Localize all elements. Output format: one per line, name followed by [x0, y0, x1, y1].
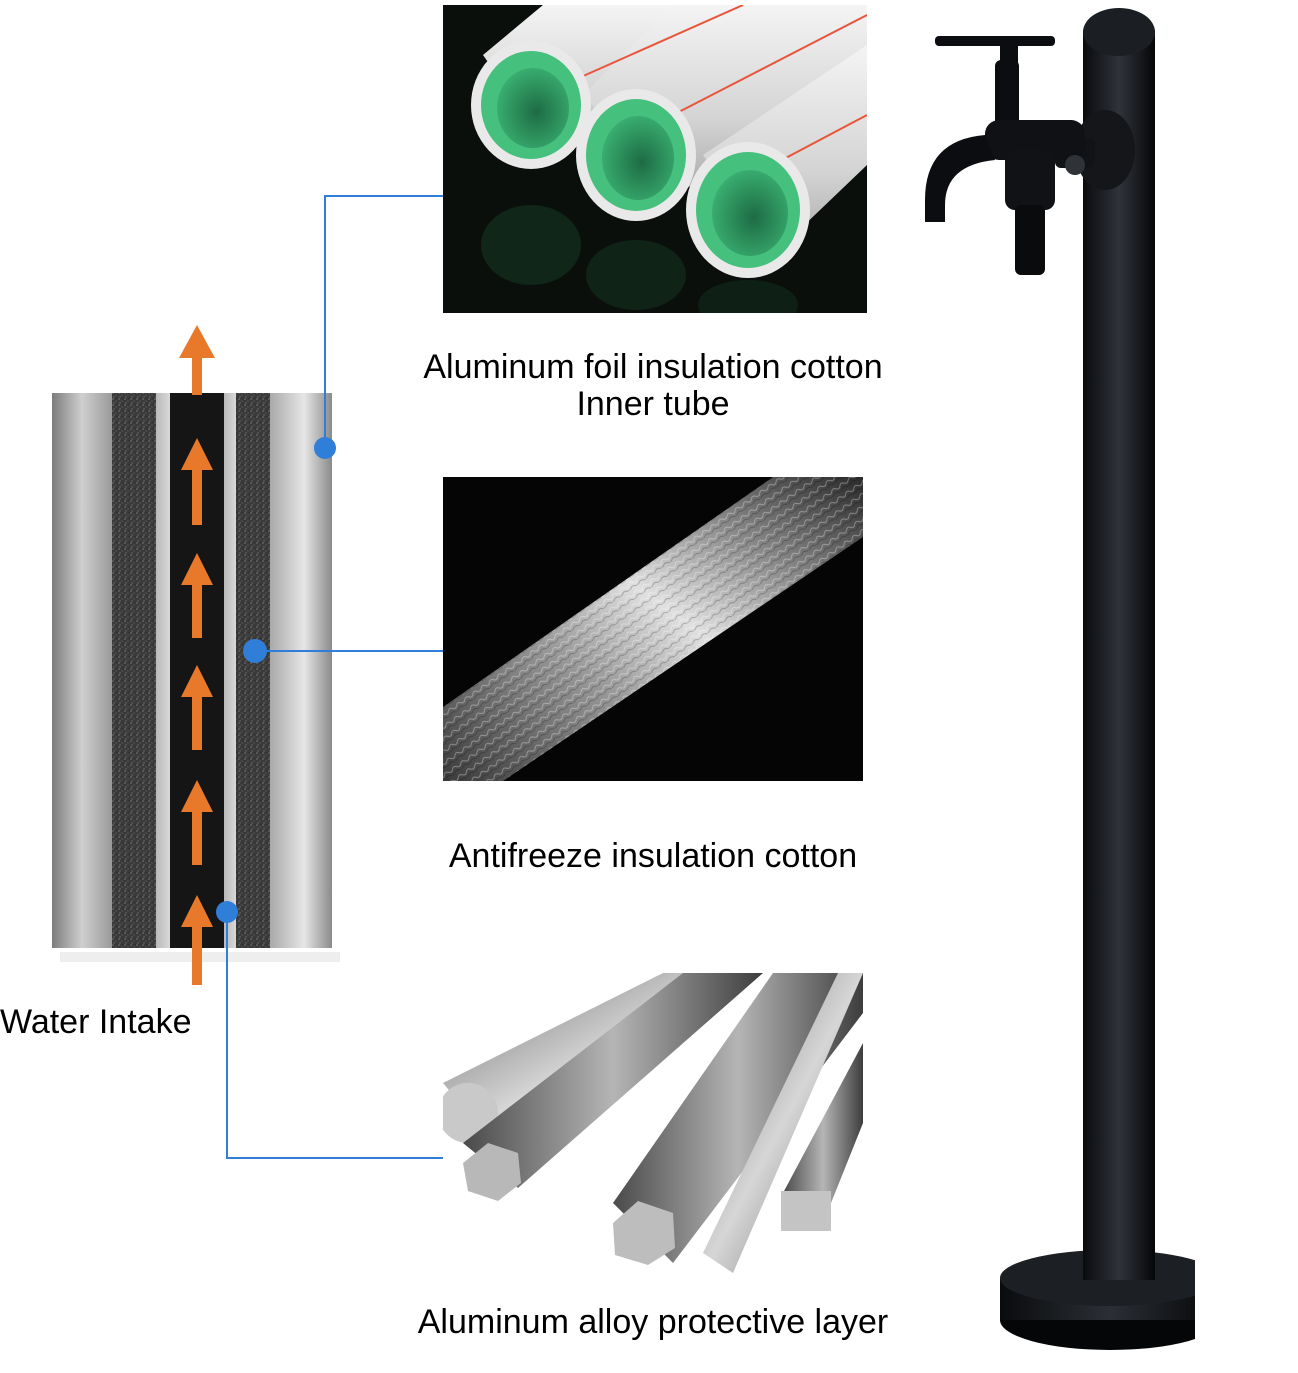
- faucet-post: [905, 0, 1195, 1373]
- up-arrow-icon: [181, 665, 213, 750]
- pipe-cross-section-graphic: [52, 325, 340, 985]
- protective-layer-label: Aluminum alloy protective layer: [417, 1303, 889, 1341]
- antifreeze-cotton-photo: [443, 477, 863, 781]
- dot-icon: [216, 901, 238, 923]
- spout-icon: [925, 135, 995, 222]
- inner-tube-label-line1: Aluminum foil insulation cotton: [423, 348, 883, 386]
- up-arrow-icon: [181, 780, 213, 865]
- inner-tube-photo: [443, 5, 867, 313]
- connector-inner-tube: [324, 195, 443, 448]
- flow-arrows: [179, 325, 215, 985]
- handle-icon: [935, 36, 1055, 46]
- water-intake-label: Water Intake: [0, 1003, 192, 1041]
- connector-protective: [226, 912, 443, 1159]
- dot-icon: [314, 437, 336, 459]
- inner-tube-label-line2: Inner tube: [576, 385, 730, 423]
- protective-layer-photo: [443, 973, 863, 1273]
- up-arrow-icon: [179, 325, 215, 395]
- antifreeze-label: Antifreeze insulation cotton: [448, 837, 858, 875]
- pipe-cross-section: [40, 320, 370, 1000]
- up-arrow-icon: [181, 895, 213, 985]
- up-arrow-icon: [181, 553, 213, 638]
- dot-icon: [243, 639, 267, 663]
- up-arrow-icon: [181, 438, 213, 525]
- faucet-post-graphic: [925, 8, 1195, 1350]
